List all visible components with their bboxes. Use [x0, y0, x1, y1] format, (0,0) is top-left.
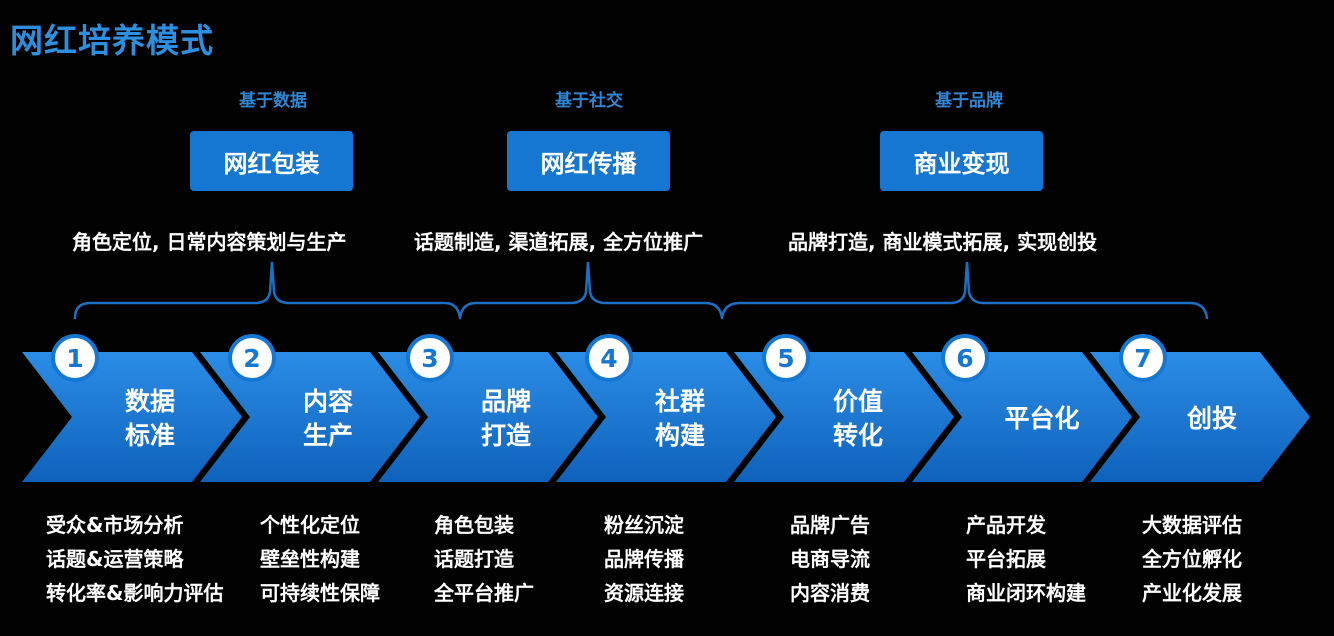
- detail-item: 大数据评估: [1142, 513, 1242, 537]
- step-label-4: 社群 构建: [620, 380, 740, 458]
- step-label-2-line1: 内容: [302, 387, 353, 416]
- detail-item: 商业闭环构建: [966, 581, 1086, 605]
- detail-item: 受众&市场分析: [46, 513, 184, 537]
- detail-item: 全平台推广: [434, 581, 534, 605]
- step-label-5-line2: 转化: [832, 421, 883, 450]
- step-label-3: 品牌 打造: [446, 380, 566, 458]
- step-label-1-line1: 数据: [124, 387, 175, 416]
- detail-item: 资源连接: [604, 581, 684, 605]
- brace-3: [720, 261, 1209, 320]
- detail-item: 粉丝沉淀: [604, 513, 684, 537]
- step-details-1: 受众&市场分析 话题&运营策略 转化率&影响力评估: [46, 508, 223, 610]
- chevron-step-3: [378, 352, 598, 482]
- step-label-5-line1: 价值: [832, 387, 883, 416]
- step-label-3-line1: 品牌: [480, 387, 531, 416]
- stage-basis-3: 基于品牌: [935, 91, 1003, 111]
- detail-item: 角色包装: [434, 513, 514, 537]
- step-label-5: 价值 转化: [798, 380, 918, 458]
- step-number-2: 2: [228, 334, 276, 382]
- detail-item: 可持续性保障: [260, 581, 380, 605]
- detail-item: 品牌传播: [604, 547, 684, 571]
- step-label-6: 平台化: [982, 380, 1102, 458]
- chevron-step-1: [22, 352, 242, 482]
- brace-2: [458, 261, 724, 320]
- step-details-5: 品牌广告 电商导流 内容消费: [790, 508, 870, 610]
- detail-item: 全方位孵化: [1142, 547, 1242, 571]
- detail-item: 壁垒性构建: [260, 547, 360, 571]
- chevron-step-2: [200, 352, 420, 482]
- chevron-step-4: [556, 352, 776, 482]
- step-label-7-line1: 创投: [1186, 404, 1237, 433]
- stage-box-packaging: 网红包装: [190, 131, 353, 191]
- stage-box-spreading: 网红传播: [507, 131, 670, 191]
- step-number-3: 3: [406, 334, 454, 382]
- step-label-2: 内容 生产: [268, 380, 388, 458]
- step-number-5: 5: [762, 334, 810, 382]
- detail-item: 内容消费: [790, 581, 870, 605]
- chevron-step-5: [734, 352, 954, 482]
- step-details-3: 角色包装 话题打造 全平台推广: [434, 508, 534, 610]
- step-details-7: 大数据评估 全方位孵化 产业化发展: [1142, 508, 1242, 610]
- detail-item: 品牌广告: [790, 513, 870, 537]
- step-label-4-line2: 构建: [654, 421, 705, 450]
- step-number-6: 6: [941, 334, 989, 382]
- stage-box-monetization: 商业变现: [880, 131, 1043, 191]
- detail-item: 话题打造: [434, 547, 514, 571]
- detail-item: 转化率&影响力评估: [46, 581, 224, 605]
- step-label-7: 创投: [1152, 380, 1272, 458]
- chevron-step-7: [1090, 352, 1310, 482]
- chevron-step-6: [912, 352, 1132, 482]
- stage-desc-2: 话题制造, 渠道拓展, 全方位推广: [414, 230, 704, 254]
- step-details-2: 个性化定位 壁垒性构建 可持续性保障: [260, 508, 380, 610]
- detail-item: 平台拓展: [966, 547, 1046, 571]
- step-label-1-line2: 标准: [124, 421, 175, 450]
- detail-item: 产品开发: [966, 513, 1046, 537]
- step-number-4: 4: [585, 334, 633, 382]
- brace-1: [73, 261, 462, 320]
- detail-item: 话题&运营策略: [46, 547, 184, 571]
- step-label-4-line1: 社群: [654, 387, 705, 416]
- detail-item: 个性化定位: [260, 513, 360, 537]
- step-label-1: 数据 标准: [90, 380, 210, 458]
- step-details-6: 产品开发 平台拓展 商业闭环构建: [966, 508, 1086, 610]
- stage-desc-3: 品牌打造, 商业模式拓展, 实现创投: [788, 230, 1098, 254]
- step-label-3-line2: 打造: [480, 421, 531, 450]
- detail-item: 电商导流: [790, 547, 870, 571]
- step-number-7: 7: [1119, 334, 1167, 382]
- stage-desc-1: 角色定位, 日常内容策划与生产: [72, 230, 347, 254]
- step-number-1: 1: [51, 334, 99, 382]
- detail-item: 产业化发展: [1142, 581, 1242, 605]
- step-label-6-line1: 平台化: [1004, 404, 1080, 433]
- stage-basis-1: 基于数据: [239, 91, 307, 111]
- step-details-4: 粉丝沉淀 品牌传播 资源连接: [604, 508, 684, 610]
- page-title: 网红培养模式: [10, 21, 214, 60]
- step-label-2-line2: 生产: [302, 421, 353, 450]
- stage-basis-2: 基于社交: [555, 91, 623, 111]
